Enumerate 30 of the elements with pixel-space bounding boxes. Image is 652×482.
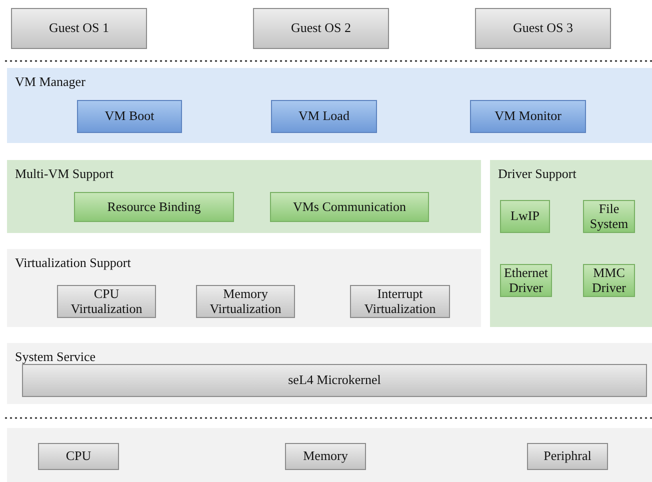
panel-title: Driver Support xyxy=(498,166,576,182)
module-box: Interrupt Virtualization xyxy=(350,285,450,318)
layer-panel xyxy=(7,249,481,327)
layer-panel xyxy=(490,160,652,327)
module-box: Ethernet Driver xyxy=(500,264,552,297)
layer-panel xyxy=(7,68,652,143)
module-box: Guest OS 1 xyxy=(11,8,147,49)
module-box: Memory Virtualization xyxy=(196,285,295,318)
module-box: VM Boot xyxy=(77,100,182,133)
module-box: seL4 Microkernel xyxy=(22,364,647,397)
module-box: Periphral xyxy=(527,443,608,470)
panel-title: Multi-VM Support xyxy=(15,166,114,182)
panel-title: System Service xyxy=(15,349,96,365)
module-box: LwIP xyxy=(500,200,550,233)
module-box: VM Monitor xyxy=(470,100,586,133)
layer-panel xyxy=(7,160,481,233)
layer-panel xyxy=(7,343,652,404)
layer-panel xyxy=(7,428,652,482)
module-box: Resource Binding xyxy=(74,192,234,222)
module-box: Memory xyxy=(285,443,366,470)
module-box: VMs Communication xyxy=(270,192,429,222)
module-box: CPU xyxy=(38,443,119,470)
panel-title: Virtualization Support xyxy=(15,255,131,271)
module-box: File System xyxy=(583,200,635,233)
module-box: Guest OS 3 xyxy=(475,8,611,49)
module-box: VM Load xyxy=(271,100,377,133)
module-box: Guest OS 2 xyxy=(253,8,389,49)
module-box: MMC Driver xyxy=(583,264,635,297)
panel-title: VM Manager xyxy=(15,74,86,90)
module-box: CPU Virtualization xyxy=(57,285,156,318)
